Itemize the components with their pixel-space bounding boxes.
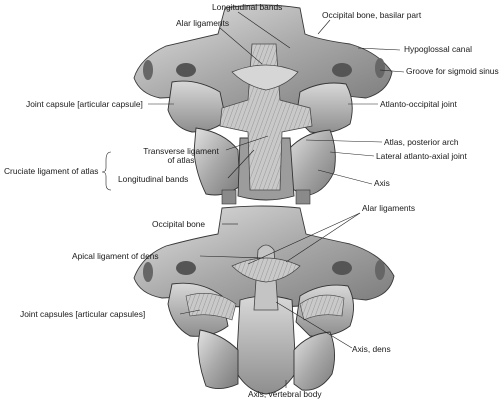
label-transverse-ligament-line1: Transverse ligament [143, 146, 219, 156]
label-alar-ligaments-upper: Alar ligaments [176, 18, 230, 28]
label-lateral-atlanto-axial-joint: Lateral atlanto-axial joint [376, 151, 467, 161]
label-axis-vertebral-body: Axis, vertebral body [248, 389, 322, 399]
label-transverse-ligament-line2: of atlas [167, 155, 195, 165]
label-atlas-posterior-arch: Atlas, posterior arch [384, 137, 459, 147]
label-joint-capsules: Joint capsules [articular capsules] [20, 309, 146, 319]
leader-lines [101, 11, 405, 388]
label-occipital-bone-basilar: Occipital bone, basilar part [322, 10, 422, 20]
alar-ligaments-upper-drawing [231, 64, 299, 91]
label-cruciate-ligament: Cruciate ligament of atlas [4, 166, 99, 176]
label-hypoglossal-canal: Hypoglossal canal [404, 44, 472, 54]
label-joint-capsule: Joint capsule [articular capsule] [26, 99, 143, 109]
atlas-left-mass [167, 80, 227, 133]
axis-right [287, 129, 336, 197]
lower-view-illustration [133, 205, 395, 395]
label-axis-dens: Axis, dens [352, 344, 391, 354]
axis-left-lower [197, 329, 239, 389]
axis-vertebral-body-drawing [235, 295, 297, 395]
label-apical-ligament-dens: Apical ligament of dens [72, 251, 159, 261]
joint-capsule-right [299, 294, 345, 321]
label-alar-ligaments-lower: Alar ligaments [362, 203, 416, 213]
label-occipital-bone: Occipital bone [152, 219, 206, 229]
cruciate-ligament-drawing [219, 43, 313, 191]
axis-right-lower [293, 331, 335, 391]
label-axis: Axis [374, 178, 390, 188]
upper-view-illustration [133, 4, 393, 205]
label-groove-sigmoid-sinus: Groove for sigmoid sinus [406, 66, 499, 76]
label-atlanto-occipital-joint: Atlanto-occipital joint [380, 99, 457, 109]
label-longitudinal-bands-top: Longitudinal bands [212, 2, 283, 12]
label-longitudinal-bands-bottom: Longitudinal bands [118, 174, 189, 184]
joint-capsule-left [185, 293, 237, 321]
